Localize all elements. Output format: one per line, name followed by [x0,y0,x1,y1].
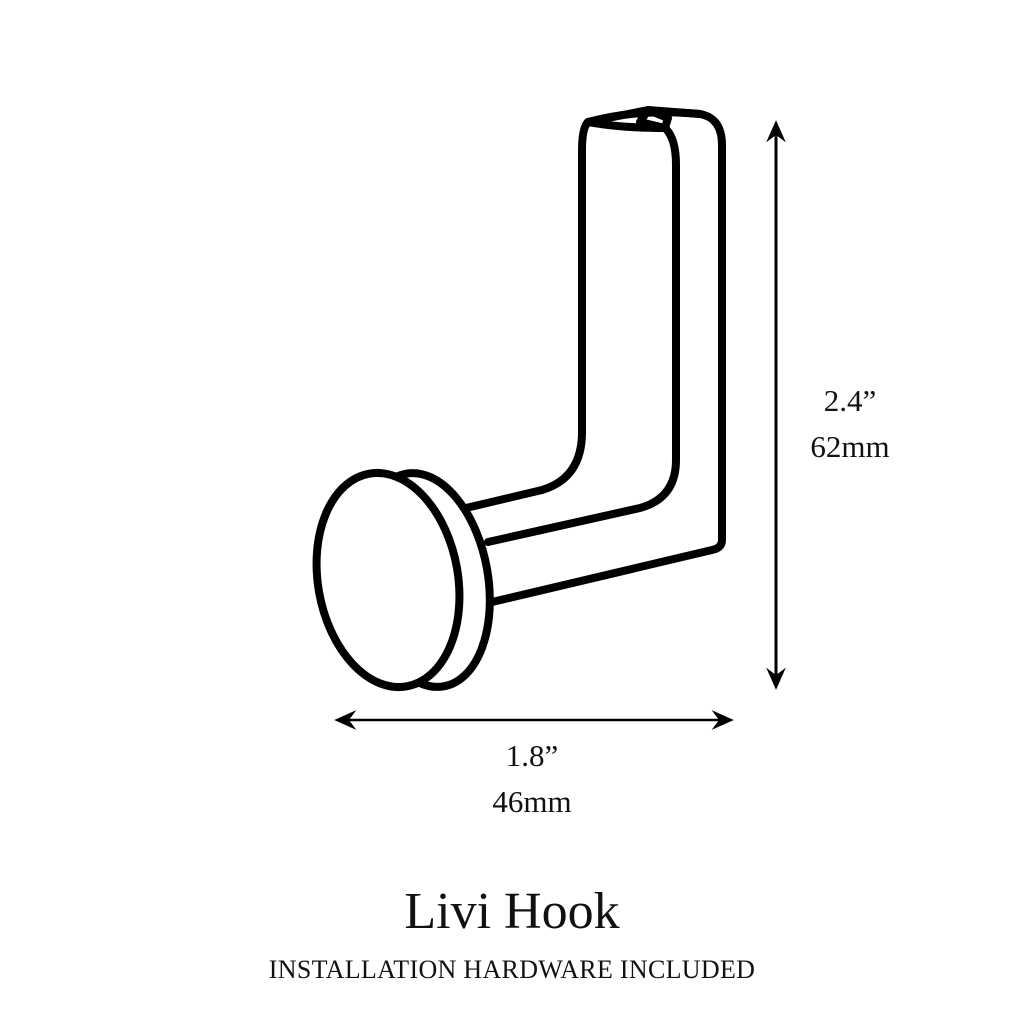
hook-line-drawing-icon [312,106,726,692]
hook-outer-outline [488,108,726,606]
double-arrow-horizontal-icon [334,710,734,730]
product-subtitle: INSTALLATION HARDWARE INCLUDED [268,955,756,984]
hook-top-cap [584,106,704,132]
height-dimension-label: 2.4” 62mm [790,378,910,470]
height-metric: 62mm [810,429,890,464]
hook-knob-face [312,468,464,692]
width-dimension-label: 1.8” 46mm [462,733,602,825]
double-arrow-vertical-icon [766,120,786,690]
hook-inner-upright [462,118,592,512]
width-imperial: 1.8” [505,738,559,773]
hook-front-upright [484,124,680,546]
height-imperial: 2.4” [823,383,877,418]
product-title: Livi Hook [404,883,620,940]
width-metric: 46mm [492,784,572,819]
